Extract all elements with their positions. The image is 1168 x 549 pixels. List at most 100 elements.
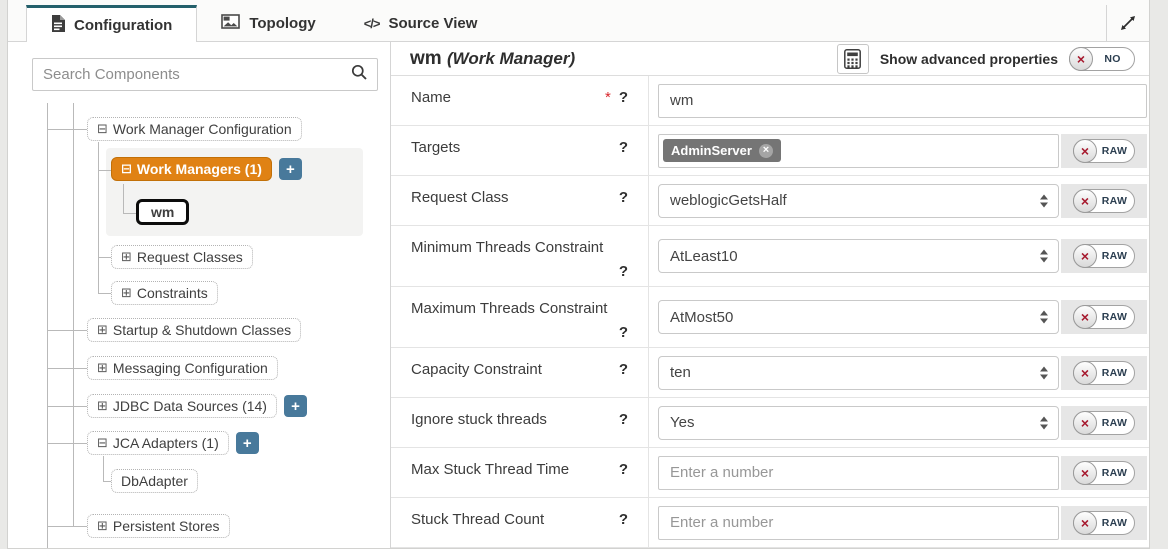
help-icon[interactable]: ?	[618, 324, 628, 341]
calculator-icon-button[interactable]	[836, 43, 869, 74]
select-spinner-icon	[1040, 366, 1048, 379]
required-asterisk: *	[604, 89, 611, 106]
tree-node-wm[interactable]: wm	[136, 199, 190, 225]
form-row-label: Stuck Thread Count	[411, 511, 545, 528]
form-row-label-cell: Ignore stuck threads ?	[391, 398, 649, 447]
tree-node-jdbc-data-sources[interactable]: ⊞ JDBC Data Sources (14)	[87, 394, 277, 418]
form-row-label: Ignore stuck threads	[411, 411, 547, 428]
form-row-input-cell: weblogicGetsHalf ×RAW	[649, 176, 1149, 225]
search-icon[interactable]	[351, 64, 367, 85]
help-icon[interactable]: ?	[618, 411, 628, 428]
raw-label: RAW	[1101, 194, 1128, 207]
form-row-input-cell: Yes ×RAW	[649, 398, 1149, 447]
form-row-label: Max Stuck Thread Time	[411, 461, 570, 478]
tree-node-label: wm	[151, 204, 175, 220]
tree-node-persistent-stores[interactable]: ⊞ Persistent Stores	[87, 514, 230, 538]
form-row: Stuck Thread Count ? ×RAW	[391, 498, 1149, 548]
raw-toggle[interactable]: ×RAW	[1073, 360, 1135, 385]
capacity-constraint-select[interactable]: ten	[658, 355, 1059, 390]
help-icon[interactable]: ?	[618, 139, 628, 156]
tree-connector	[103, 456, 104, 481]
tree-connector	[98, 142, 99, 293]
tree-node-constraints[interactable]: ⊞ Constraints	[111, 281, 218, 305]
help-icon[interactable]: ?	[618, 189, 628, 206]
remove-chip-icon[interactable]: ×	[758, 143, 773, 158]
expand-icon[interactable]: ⊞	[97, 518, 108, 534]
tree-node-label: JDBC Data Sources (14)	[112, 398, 267, 414]
help-icon[interactable]: ?	[618, 263, 628, 280]
form-row: Max Stuck Thread Time ? ×RAW	[391, 448, 1149, 498]
raw-toggle[interactable]: ×RAW	[1073, 460, 1135, 485]
raw-label: RAW	[1101, 416, 1128, 429]
targets-input[interactable]: AdminServer×	[658, 133, 1059, 168]
raw-label: RAW	[1101, 366, 1128, 379]
form-row: Maximum Threads Constraint ? AtMost50×RA…	[391, 287, 1149, 348]
expand-icon[interactable]: ⊞	[121, 285, 132, 301]
x-icon: ×	[1080, 142, 1090, 159]
selected-value: AtMost50	[670, 308, 734, 326]
tree-connector	[98, 293, 111, 294]
tree-node-label: Work Managers (1)	[136, 161, 262, 177]
tree-node-label: Messaging Configuration	[112, 360, 268, 376]
raw-toggle[interactable]: ×RAW	[1073, 188, 1135, 213]
raw-toggle[interactable]: ×RAW	[1073, 305, 1135, 329]
raw-toggle[interactable]: × RAW	[1073, 138, 1135, 163]
tree-node-label: Persistent Stores	[112, 518, 220, 534]
tree-node-messaging-configuration[interactable]: ⊞ Messaging Configuration	[87, 356, 278, 380]
form-row-label: Name	[411, 89, 452, 106]
help-icon[interactable]: ?	[618, 461, 628, 478]
help-icon[interactable]: ?	[618, 361, 628, 378]
tree-node-label: Constraints	[136, 285, 208, 301]
select-spinner-icon	[1040, 249, 1048, 263]
expand-icon[interactable]: ⊞	[97, 360, 108, 376]
tree-node-label: Request Classes	[136, 249, 243, 265]
raw-toggle-panel: ×RAW	[1061, 183, 1147, 218]
tree-node-startup-shutdown-classes[interactable]: ⊞ Startup & Shutdown Classes	[87, 318, 302, 342]
collapse-icon[interactable]: ⊟	[97, 435, 108, 451]
tree-node-work-manager-configuration[interactable]: ⊟ Work Manager Configuration	[87, 117, 302, 141]
advanced-properties-toggle[interactable]: × NO	[1069, 46, 1135, 71]
tab-topology[interactable]: Topology	[197, 5, 339, 41]
minimum-threads-constraint-select[interactable]: AtLeast10	[658, 239, 1059, 273]
tree-connector	[47, 526, 87, 527]
collapse-icon[interactable]: ⊟	[121, 161, 132, 177]
tab-source-view[interactable]: </> Source View	[340, 5, 502, 41]
tree-node-jca-adapters[interactable]: ⊟ JCA Adapters (1)	[87, 431, 229, 455]
tab-configuration[interactable]: Configuration	[26, 5, 198, 42]
search-input[interactable]	[43, 66, 351, 83]
form-row-label-cell: Name * ?	[391, 76, 649, 125]
tree-node-label: DbAdapter	[121, 473, 188, 489]
add-jdbc-data-source-button[interactable]: +	[283, 395, 307, 417]
expand-icon[interactable]: ⊞	[97, 398, 108, 414]
add-work-manager-button[interactable]: +	[278, 158, 302, 180]
form-row-input-cell: ×RAW	[649, 448, 1149, 497]
expand-icon[interactable]: ⊞	[97, 322, 108, 338]
raw-toggle[interactable]: ×RAW	[1073, 510, 1135, 535]
raw-toggle[interactable]: ×RAW	[1073, 244, 1135, 268]
selected-value: Yes	[670, 414, 695, 431]
tree-node-dbadapter[interactable]: DbAdapter	[111, 469, 198, 493]
help-icon[interactable]: ?	[618, 89, 628, 106]
add-jca-adapter-button[interactable]: +	[235, 432, 259, 454]
help-icon[interactable]: ?	[618, 511, 628, 528]
maximum-threads-constraint-select[interactable]: AtMost50	[658, 300, 1059, 334]
tree-node-work-managers[interactable]: ⊟ Work Managers (1)	[111, 157, 272, 181]
tree-connector	[123, 213, 136, 214]
toggle-knob: ×	[1073, 138, 1097, 163]
x-icon: ×	[1080, 248, 1090, 264]
collapse-icon[interactable]: ⊟	[97, 121, 108, 137]
ignore-stuck-threads-select[interactable]: Yes	[658, 405, 1059, 440]
tab-label: Source View	[388, 14, 478, 32]
max-stuck-thread-time-input[interactable]	[658, 455, 1059, 490]
tree-node-request-classes[interactable]: ⊞ Request Classes	[111, 245, 253, 269]
raw-toggle[interactable]: ×RAW	[1073, 410, 1135, 435]
name-input[interactable]	[658, 83, 1147, 118]
stuck-thread-count-input[interactable]	[658, 505, 1059, 540]
request-class-select[interactable]: weblogicGetsHalf	[658, 183, 1059, 218]
tree-node-label: Startup & Shutdown Classes	[112, 322, 292, 338]
expand-icon[interactable]: ⊞	[121, 249, 132, 265]
tab-label: Configuration	[74, 16, 173, 34]
expand-icon[interactable]	[1107, 5, 1149, 41]
form-row: Ignore stuck threads ? Yes ×RAW	[391, 398, 1149, 448]
raw-label: RAW	[1101, 144, 1128, 157]
